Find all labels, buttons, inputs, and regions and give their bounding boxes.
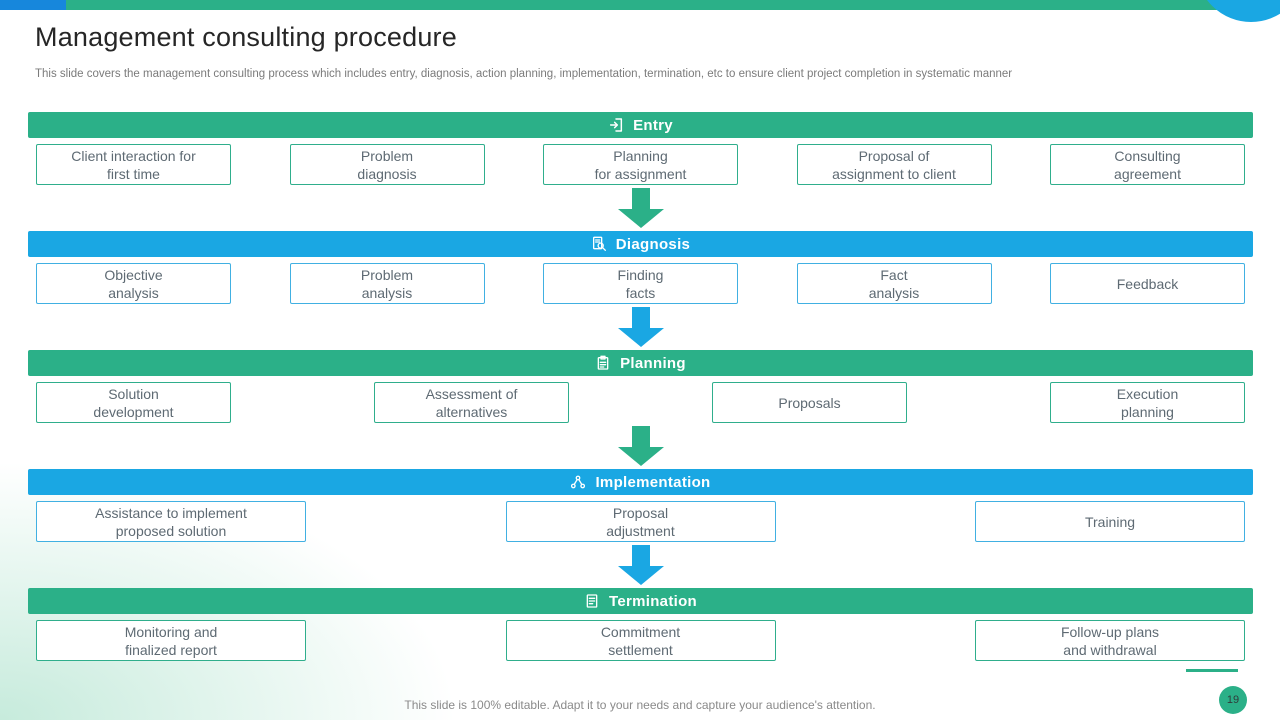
phase-label: Entry	[633, 116, 673, 134]
document-search-icon	[591, 236, 607, 252]
phase-band-implementation: Implementation	[28, 469, 1253, 495]
down-arrow-icon	[28, 423, 1253, 469]
phase-band-entry: Entry	[28, 112, 1253, 138]
phase-label: Implementation	[595, 473, 711, 491]
phase-label: Termination	[608, 592, 698, 610]
door-entry-icon	[608, 117, 624, 133]
phase-band-termination: Termination	[28, 588, 1253, 614]
bottom-right-dash-decoration	[1186, 669, 1238, 672]
process-nodes-icon	[570, 474, 586, 490]
process-step-box: Training	[975, 501, 1245, 542]
down-arrow-icon	[28, 185, 1253, 231]
page-subtitle: This slide covers the management consult…	[35, 68, 1013, 80]
phase-label: Planning	[620, 354, 686, 372]
top-accent-bar	[0, 0, 1280, 10]
process-step-box: Proposals	[712, 382, 907, 423]
down-arrow-icon	[28, 304, 1253, 350]
process-step-box: Feedback	[1050, 263, 1245, 304]
page-title: Management consulting procedure	[35, 22, 457, 52]
phase-label: Diagnosis	[615, 235, 691, 253]
top-accent-bar-blue-segment	[0, 0, 66, 10]
phase-band-planning: Planning	[28, 350, 1253, 376]
page-number-badge: 19	[1219, 686, 1247, 714]
document-lines-icon	[584, 593, 600, 609]
editable-note: This slide is 100% editable. Adapt it to…	[404, 698, 876, 712]
phase-band-diagnosis: Diagnosis	[28, 231, 1253, 257]
down-arrow-icon	[28, 542, 1253, 588]
clipboard-list-icon	[595, 355, 611, 371]
